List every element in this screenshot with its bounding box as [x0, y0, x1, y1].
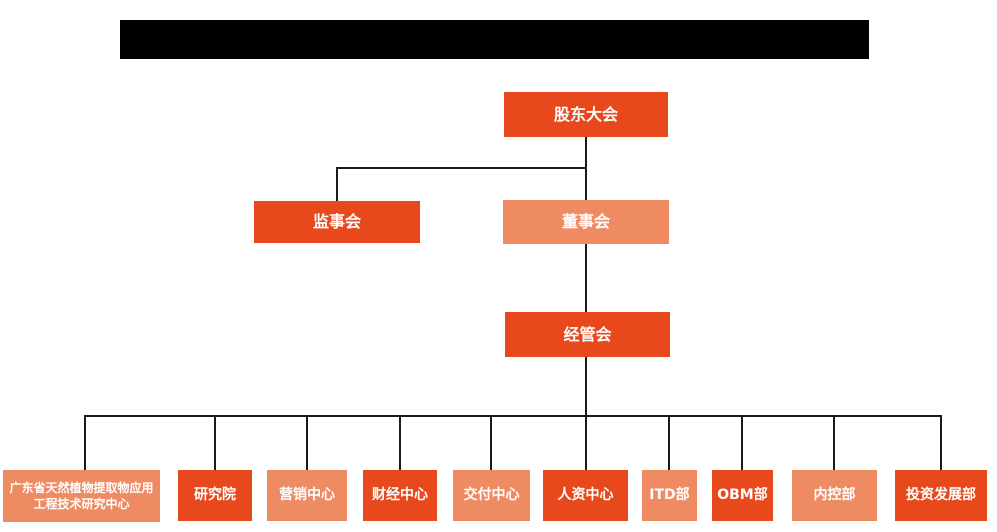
- node-dept-research-institute: 研究院: [178, 470, 252, 521]
- node-shareholders-meeting-label: 股东大会: [553, 104, 618, 124]
- node-dept-internal-control: 内控部: [792, 470, 877, 521]
- connector-drop-dept-6: [585, 415, 587, 470]
- connector-rail-departments: [84, 415, 942, 417]
- connector-drop-dept-10: [940, 415, 942, 470]
- connector-management-to-rail: [585, 357, 587, 416]
- connector-drop-dept-9: [833, 415, 835, 470]
- connector-board-to-management: [585, 244, 587, 312]
- node-dept-delivery-center: 交付中心: [453, 470, 530, 521]
- node-dept-hr-center: 人资中心: [543, 470, 628, 521]
- connector-drop-dept-1: [84, 415, 86, 470]
- node-dept-itd-label: ITD部: [649, 487, 690, 504]
- node-management-committee: 经管会: [505, 312, 670, 357]
- node-dept-obm-label: OBM部: [717, 487, 768, 504]
- connector-drop-supervisory: [336, 167, 338, 201]
- node-dept-delivery-center-label: 交付中心: [463, 487, 520, 504]
- node-shareholders-meeting: 股东大会: [504, 92, 668, 137]
- node-dept-research-center-label: 广东省天然植物提取物应用工程技术研究中心: [9, 480, 154, 511]
- node-dept-itd: ITD部: [642, 470, 697, 521]
- connector-drop-dept-4: [399, 415, 401, 470]
- node-dept-research-center: 广东省天然植物提取物应用工程技术研究中心: [3, 470, 160, 522]
- node-dept-investment-development: 投资发展部: [895, 470, 987, 521]
- connector-drop-dept-7: [668, 415, 670, 470]
- node-dept-investment-development-label: 投资发展部: [906, 487, 976, 504]
- connector-drop-dept-8: [741, 415, 743, 470]
- node-dept-obm: OBM部: [712, 470, 773, 521]
- node-supervisory-board-label: 监事会: [312, 212, 361, 232]
- connector-drop-dept-5: [490, 415, 492, 470]
- redacted-title-bar: [120, 20, 869, 59]
- node-dept-finance-center-label: 财经中心: [372, 487, 428, 504]
- node-board-of-directors: 董事会: [503, 200, 669, 244]
- node-management-committee-label: 经管会: [563, 324, 612, 344]
- node-dept-marketing-center-label: 营销中心: [279, 487, 335, 504]
- connector-drop-dept-3: [306, 415, 308, 470]
- connector-rail-level2: [336, 167, 587, 169]
- node-dept-finance-center: 财经中心: [363, 470, 437, 521]
- node-dept-internal-control-label: 内控部: [813, 487, 856, 504]
- node-supervisory-board: 监事会: [254, 201, 420, 243]
- node-dept-research-institute-label: 研究院: [194, 487, 236, 504]
- node-dept-marketing-center: 营销中心: [267, 470, 347, 521]
- connector-drop-dept-2: [214, 415, 216, 470]
- node-board-of-directors-label: 董事会: [561, 212, 610, 232]
- node-dept-hr-center-label: 人资中心: [557, 487, 614, 504]
